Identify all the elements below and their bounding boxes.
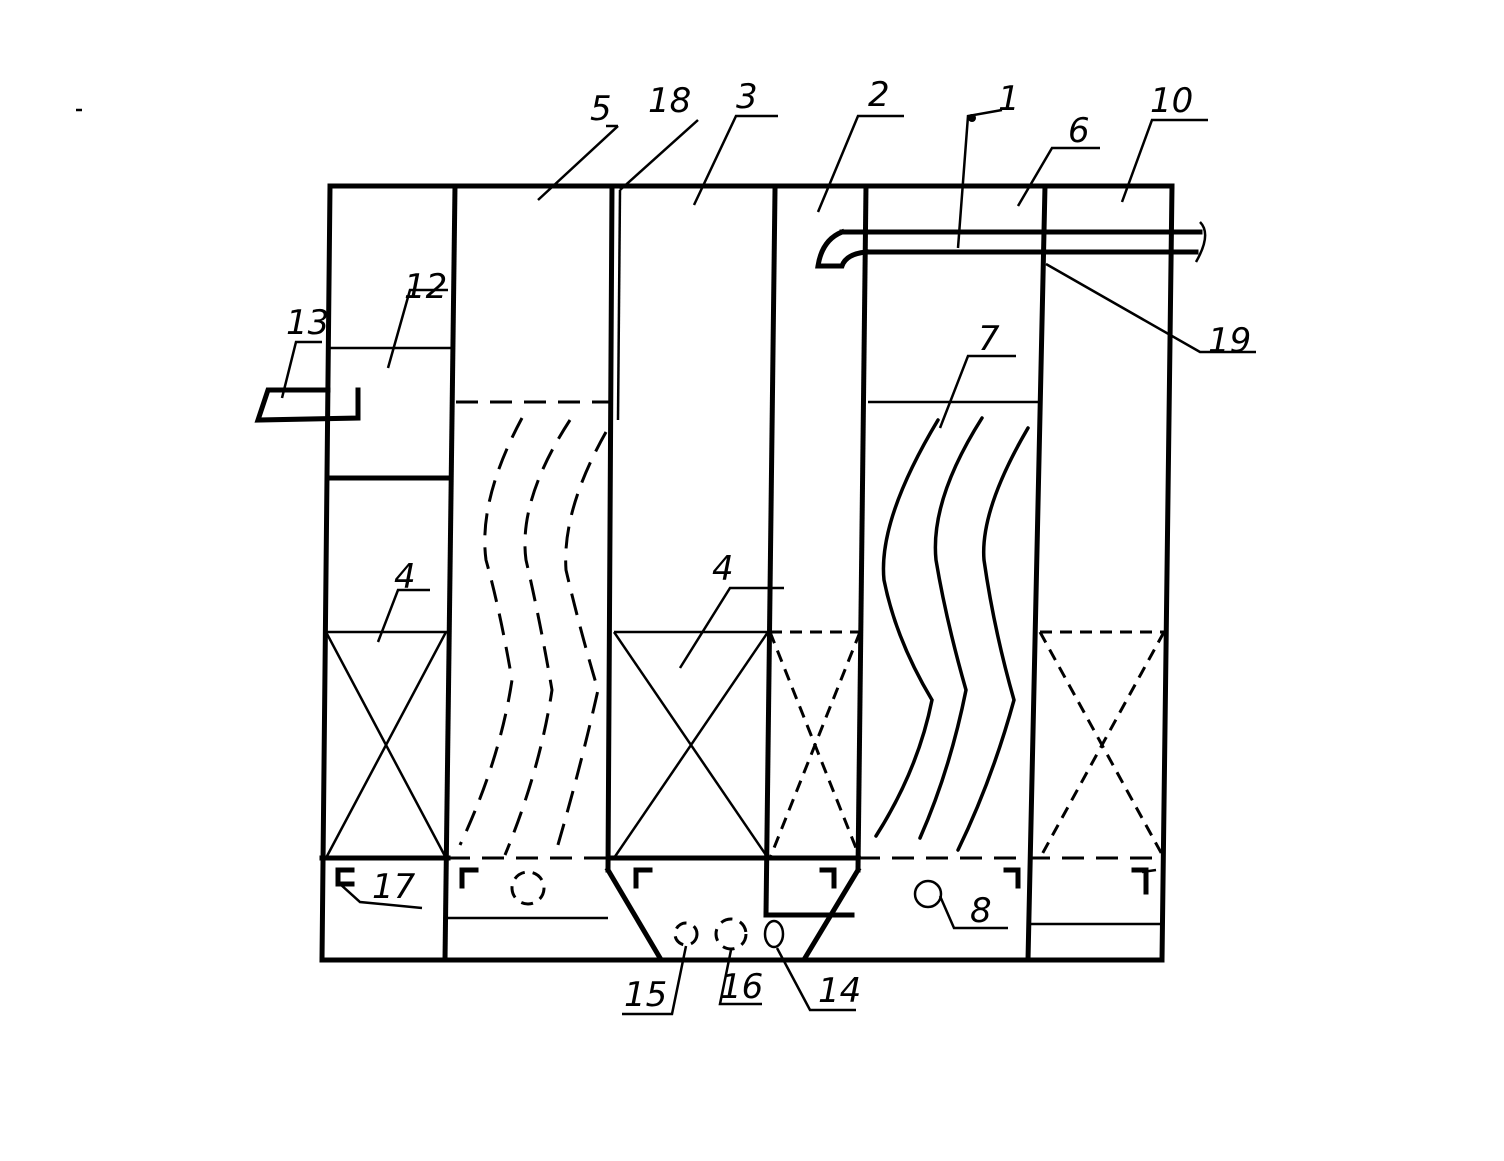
packing-dashed-a — [768, 631, 862, 859]
label-7: 7 — [978, 319, 1000, 359]
ports — [510, 870, 943, 951]
label-4-middle: 4 — [712, 549, 734, 589]
label-10: 10 — [1150, 81, 1193, 121]
label-3: 3 — [736, 77, 758, 117]
level-lines — [319, 400, 1166, 926]
label-14: 14 — [818, 971, 861, 1011]
label-6: 6 — [1068, 111, 1090, 151]
label-18: 18 — [648, 81, 691, 121]
leader-lines — [280, 108, 1256, 1016]
aerator-marks — [335, 867, 1157, 895]
packing-dashed-b — [1038, 631, 1166, 859]
label-8: 8 — [970, 891, 992, 931]
label-15: 15 — [624, 975, 667, 1015]
reference-labels: 1 2 3 4 4 5 6 7 8 10 12 13 14 15 16 17 1… — [286, 75, 1251, 1015]
tank-outline — [319, 183, 1175, 963]
inlet-pipe — [815, 221, 1207, 269]
label-13: 13 — [286, 303, 329, 343]
label-2: 2 — [868, 75, 890, 115]
label-1: 1 — [998, 79, 1020, 119]
flexible-packing — [874, 416, 1030, 852]
packing-left — [324, 631, 448, 859]
compartment-walls — [442, 183, 1048, 963]
label-16: 16 — [720, 967, 763, 1007]
dashed-baffles — [458, 417, 608, 856]
outlet-pipe — [254, 387, 361, 423]
label-12: 12 — [404, 267, 447, 307]
label-5: 5 — [590, 89, 612, 129]
label-19: 19 — [1208, 321, 1251, 361]
label-17: 17 — [372, 867, 416, 907]
outlet-chamber — [325, 346, 453, 481]
packing-middle — [612, 631, 770, 859]
label-4-left: 4 — [394, 557, 416, 597]
